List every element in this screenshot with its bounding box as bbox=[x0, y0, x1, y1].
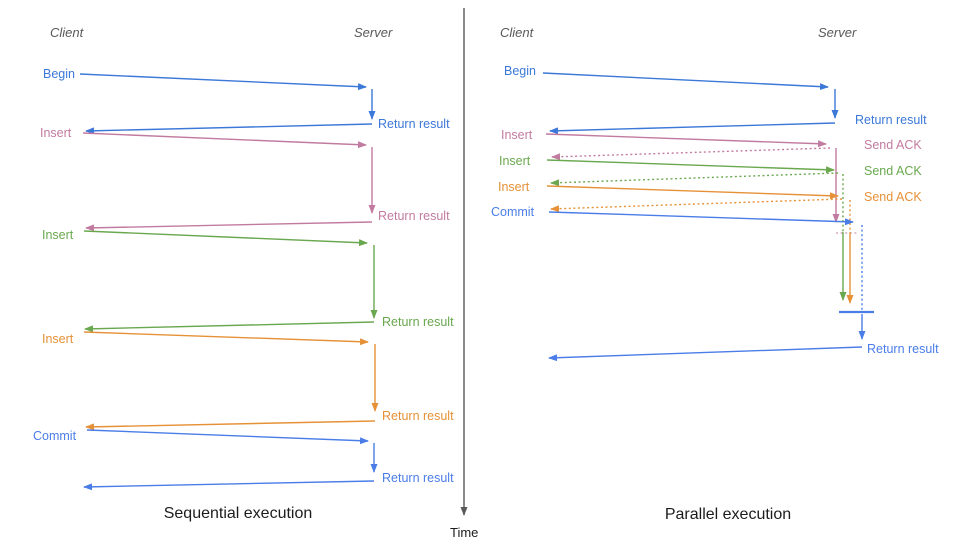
left-commit-return-label: Return result bbox=[382, 471, 454, 485]
left-commit-request-arrow bbox=[86, 429, 369, 445]
right-insert1-request-arrow bbox=[545, 133, 827, 148]
left-op-insert-3: Insert Return result bbox=[42, 331, 454, 431]
time-axis: Time bbox=[450, 8, 478, 540]
right-panel-title: Parallel execution bbox=[665, 506, 791, 523]
right-insert2-ack-label: Send ACK bbox=[864, 164, 922, 178]
right-commit-label: Commit bbox=[491, 205, 535, 219]
right-panel: Client Server Begin Return result Insert… bbox=[491, 25, 939, 523]
right-insert2-label: Insert bbox=[499, 154, 531, 168]
right-begin-return-label: Return result bbox=[855, 113, 927, 127]
right-insert3-ack-label: Send ACK bbox=[864, 190, 922, 204]
left-insert2-label: Insert bbox=[42, 228, 74, 242]
left-commit-return-arrow bbox=[83, 480, 375, 491]
left-op-insert-2: Insert Return result bbox=[42, 228, 454, 333]
left-server-label: Server bbox=[354, 25, 393, 40]
left-begin-request-arrow bbox=[79, 73, 367, 91]
right-insert1-ack-label: Send ACK bbox=[864, 138, 922, 152]
right-op-insert-1: Insert Send ACK bbox=[501, 128, 922, 234]
right-insert2-request-arrow bbox=[546, 159, 835, 174]
right-commit-request-arrow bbox=[548, 211, 854, 226]
left-insert2-return-arrow bbox=[84, 321, 375, 333]
left-insert3-label: Insert bbox=[42, 332, 74, 346]
right-op-commit: Commit Return result bbox=[491, 205, 939, 362]
right-insert3-ack-arrow bbox=[550, 198, 843, 213]
right-op-begin: Begin Return result bbox=[504, 64, 927, 135]
left-insert1-request-arrow bbox=[82, 132, 367, 149]
left-insert1-return-arrow bbox=[85, 221, 373, 232]
left-insert3-return-label: Return result bbox=[382, 409, 454, 423]
right-server-label: Server bbox=[818, 25, 857, 40]
left-begin-label: Begin bbox=[43, 67, 75, 81]
left-op-begin: Begin Return result bbox=[43, 67, 450, 135]
right-insert3-request-arrow bbox=[546, 185, 839, 200]
right-begin-request-arrow bbox=[542, 72, 829, 91]
left-begin-return-label: Return result bbox=[378, 117, 450, 131]
left-commit-label: Commit bbox=[33, 429, 77, 443]
right-op-insert-2: Insert Send ACK bbox=[499, 154, 922, 301]
left-begin-return-arrow bbox=[85, 123, 373, 135]
right-commit-return-arrow bbox=[548, 346, 863, 362]
right-begin-return-arrow bbox=[549, 122, 836, 135]
left-insert2-return-label: Return result bbox=[382, 315, 454, 329]
time-axis-label: Time bbox=[450, 525, 478, 540]
right-client-label: Client bbox=[500, 25, 535, 40]
left-op-commit: Commit Return result bbox=[33, 429, 454, 491]
right-insert1-label: Insert bbox=[501, 128, 533, 142]
left-insert3-request-arrow bbox=[83, 331, 369, 346]
left-insert3-return-arrow bbox=[85, 420, 376, 431]
right-insert1-ack-arrow bbox=[551, 147, 831, 161]
right-insert3-label: Insert bbox=[498, 180, 530, 194]
right-begin-label: Begin bbox=[504, 64, 536, 78]
left-op-insert-1: Insert Return result bbox=[40, 126, 450, 232]
right-op-insert-3: Insert Send ACK bbox=[498, 180, 922, 304]
left-insert2-request-arrow bbox=[83, 230, 368, 247]
right-insert2-ack-arrow bbox=[550, 172, 839, 187]
left-insert1-return-label: Return result bbox=[378, 209, 450, 223]
left-panel: Client Server Begin Return result Insert… bbox=[33, 25, 454, 522]
left-client-label: Client bbox=[50, 25, 85, 40]
left-panel-title: Sequential execution bbox=[164, 505, 313, 522]
left-insert1-label: Insert bbox=[40, 126, 72, 140]
right-commit-return-label: Return result bbox=[867, 342, 939, 356]
